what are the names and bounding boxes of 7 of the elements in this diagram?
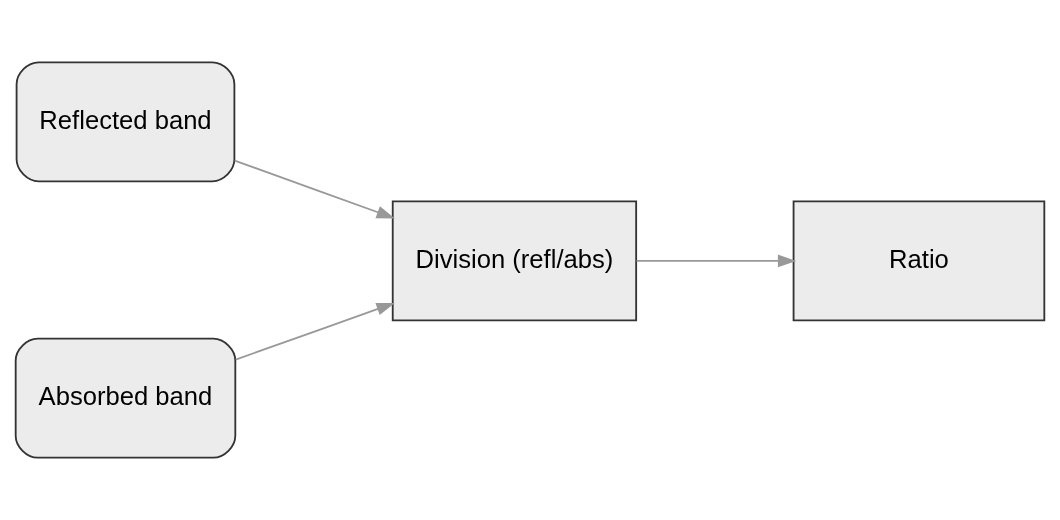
arrow (234, 302, 395, 361)
node-box: Reflected band (15, 61, 236, 183)
node-box: Ratio (792, 200, 1046, 322)
node-box: Division (refl/abs) (391, 200, 638, 322)
node-box: Absorbed band (14, 337, 237, 459)
arrow (635, 254, 797, 268)
arrow (233, 159, 395, 219)
